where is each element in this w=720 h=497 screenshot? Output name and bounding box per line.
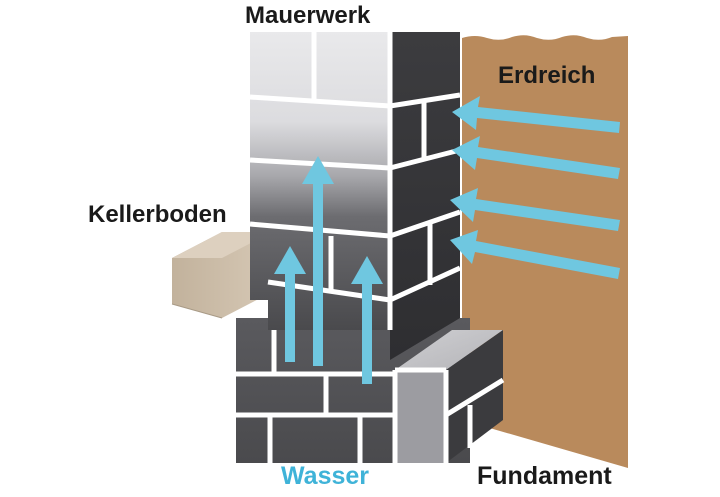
- water-flow-arrow-icon: [351, 256, 383, 384]
- water-flow-arrow-icon: [452, 136, 620, 179]
- soil-area: [462, 35, 628, 468]
- label-foundation: Fundament: [477, 462, 612, 490]
- water-flow-arrow-icon: [302, 156, 334, 366]
- basement-floor-slab: [171, 232, 272, 319]
- label-water: Wasser: [281, 462, 370, 490]
- water-flow-arrow-icon: [274, 246, 306, 362]
- lateral-water-arrows: [450, 96, 620, 279]
- label-basement-floor: Kellerboden: [88, 201, 227, 228]
- label-masonry: Mauerwerk: [245, 2, 371, 29]
- water-flow-arrow-icon: [450, 230, 620, 279]
- water-flow-arrow-icon: [452, 96, 620, 133]
- masonry-wall: [249, 32, 462, 360]
- water-flow-arrow-icon: [450, 188, 620, 231]
- rising-water-arrows: [274, 156, 383, 384]
- label-soil: Erdreich: [498, 62, 596, 89]
